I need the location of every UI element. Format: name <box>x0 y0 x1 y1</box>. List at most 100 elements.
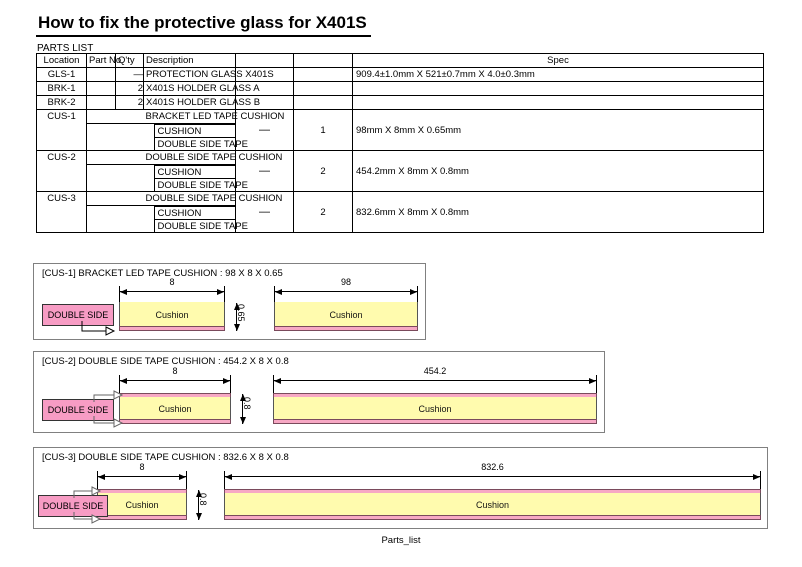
cell-description: X401S HOLDER GLASS A <box>146 83 260 94</box>
double-side-callout: DOUBLE SIDE <box>42 304 114 326</box>
cell-col5 <box>293 95 353 110</box>
cell-description: DOUBLE SIDE TAPE CUSHION <box>145 152 283 163</box>
cell-col5 <box>293 81 353 96</box>
ext-line-right-a <box>274 286 275 304</box>
dim-arrow-right-end <box>753 473 760 480</box>
subrow-label: DOUBLE SIDE TAPE <box>153 218 248 233</box>
table-subrow: CUSHION <box>37 164 764 179</box>
table-subrow: DOUBLE SIDE TAPE <box>37 136 764 151</box>
ext-line-left-a <box>119 375 120 395</box>
cell-col5 <box>293 67 353 82</box>
page-title: How to fix the protective glass for X401… <box>36 13 371 37</box>
subrow-label: DOUBLE SIDE TAPE <box>153 177 248 192</box>
ext-line-right-b <box>417 286 418 304</box>
cell-description: X401S HOLDER GLASS B <box>146 97 261 108</box>
dim-arrow-thickness-top <box>233 303 240 310</box>
adhesive-strip-left-bottom <box>97 515 187 520</box>
diagram-title: [CUS-3] DOUBLE SIDE TAPE CUSHION : 832.6… <box>42 452 289 463</box>
ext-line-right-a <box>273 375 274 395</box>
table-header-row: Location Part No Q'ty Description Spec <box>36 53 764 68</box>
table-group-row: CUS-3 DOUBLE SIDE TAPE CUSHION — 2 832.6… <box>36 191 764 233</box>
cushion-label: Cushion <box>125 500 159 510</box>
dim-arrow-left-end <box>217 288 224 295</box>
cell-spec <box>353 83 356 94</box>
double-side-label: DOUBLE SIDE <box>47 310 109 320</box>
header-qty: Q'ty <box>118 55 135 66</box>
parts-list-label: PARTS LIST <box>37 43 94 54</box>
subrow-label: CUSHION <box>153 164 235 179</box>
diagram-panel-cus-2: [CUS-2] DOUBLE SIDE TAPE CUSHION : 454.2… <box>33 351 605 433</box>
header-spec: Spec <box>547 55 569 66</box>
cushion-label: Cushion <box>475 500 510 510</box>
adhesive-strip-left-bottom <box>119 419 231 424</box>
double-side-label: DOUBLE SIDE <box>42 501 104 511</box>
dim-arrow-thickness-bottom <box>233 324 240 331</box>
dim-arrow-thickness-bottom <box>195 513 202 520</box>
cushion-label: Cushion <box>329 310 363 320</box>
ext-line-left-b <box>186 471 187 491</box>
ext-line-right-a <box>224 471 225 491</box>
cushion-label: Cushion <box>418 404 452 414</box>
cell-qty: 2 <box>293 191 353 233</box>
cushion-block-left: Cushion <box>119 302 225 328</box>
cushion-label: Cushion <box>158 404 192 414</box>
dim-label-thickness: 0.65 <box>236 304 246 322</box>
adhesive-strip-right-bottom <box>273 419 597 424</box>
diagram-title: [CUS-2] DOUBLE SIDE TAPE CUSHION : 454.2… <box>42 356 289 367</box>
leader-arrow-icon <box>81 321 116 336</box>
table-subrow: CUSHION <box>37 205 764 220</box>
cell-spec: 454.2mm X 8mm X 0.8mm <box>356 165 469 177</box>
leader-arrow-bottom-icon <box>73 512 102 524</box>
cell-description: PROTECTION GLASS X401S <box>146 69 274 80</box>
cell-location: CUS-3 <box>36 191 87 233</box>
dim-arrow-left-end <box>179 473 186 480</box>
cell-description: DOUBLE SIDE TAPE CUSHION <box>145 193 283 204</box>
table-subrow: DOUBLE SIDE TAPE <box>37 218 764 233</box>
subrow-label: CUSHION <box>153 123 235 138</box>
diagram-title: [CUS-1] BRACKET LED TAPE CUSHION : 98 X … <box>42 268 283 279</box>
ext-line-left-b <box>230 375 231 395</box>
double-side-callout: DOUBLE SIDE <box>42 399 114 421</box>
dim-arrow-left-end <box>223 377 230 384</box>
parts-table: Location Part No Q'ty Description Spec G… <box>36 53 764 233</box>
table-row: BRK-2 2 X401S HOLDER GLASS B <box>36 95 764 110</box>
leader-arrow-top-icon <box>73 486 102 498</box>
dim-arrow-left-start <box>98 473 105 480</box>
dim-line-left <box>119 380 231 381</box>
dim-label-width-left: 8 <box>139 462 145 472</box>
ext-line-right-b <box>760 471 761 491</box>
double-side-callout: DOUBLE SIDE <box>38 495 108 517</box>
dim-label-width-left: 8 <box>169 277 175 287</box>
table-subrow: CUSHION <box>37 123 764 138</box>
dim-line-right <box>273 380 597 381</box>
cell-description: BRACKET LED TAPE CUSHION <box>145 111 285 122</box>
dim-line-left <box>97 476 187 477</box>
dim-label-width-right: 454.2 <box>423 366 447 376</box>
dim-label-width-right: 98 <box>340 277 351 287</box>
ext-line-right-b <box>596 375 597 395</box>
header-location: Location <box>43 55 80 66</box>
cell-qty: 2 <box>293 150 353 192</box>
cushion-block-left: Cushion <box>97 493 187 517</box>
cushion-block-right: Cushion <box>273 397 597 421</box>
dim-arrow-thickness-bottom <box>239 417 246 424</box>
table-subrow: DOUBLE SIDE TAPE <box>37 177 764 192</box>
dim-arrow-right-start <box>274 377 281 384</box>
dim-arrow-thickness-top <box>195 490 202 497</box>
table-group-row: CUS-2 DOUBLE SIDE TAPE CUSHION — 2 454.2… <box>36 150 764 192</box>
cell-spec: 98mm X 8mm X 0.65mm <box>356 124 462 136</box>
dim-label-width-left: 8 <box>172 366 178 376</box>
dim-label-width-right: 832.6 <box>481 462 504 472</box>
cell-location: BRK-1 <box>36 81 87 96</box>
leader-arrow-bottom-icon <box>93 416 124 428</box>
cell-location: GLS-1 <box>36 67 87 82</box>
double-side-label: DOUBLE SIDE <box>47 405 109 415</box>
cell-spec: 832.6mm X 8mm X 0.8mm <box>356 206 469 218</box>
cushion-block-left: Cushion <box>119 397 231 421</box>
dim-line-right <box>224 476 761 477</box>
diagram-panel-cus-1: [CUS-1] BRACKET LED TAPE CUSHION : 98 X … <box>33 263 426 340</box>
dim-arrow-thickness-top <box>239 394 246 401</box>
cell-qty: 2 <box>115 81 144 96</box>
cushion-block-right: Cushion <box>274 302 418 328</box>
subrow-label: CUSHION <box>153 205 235 220</box>
